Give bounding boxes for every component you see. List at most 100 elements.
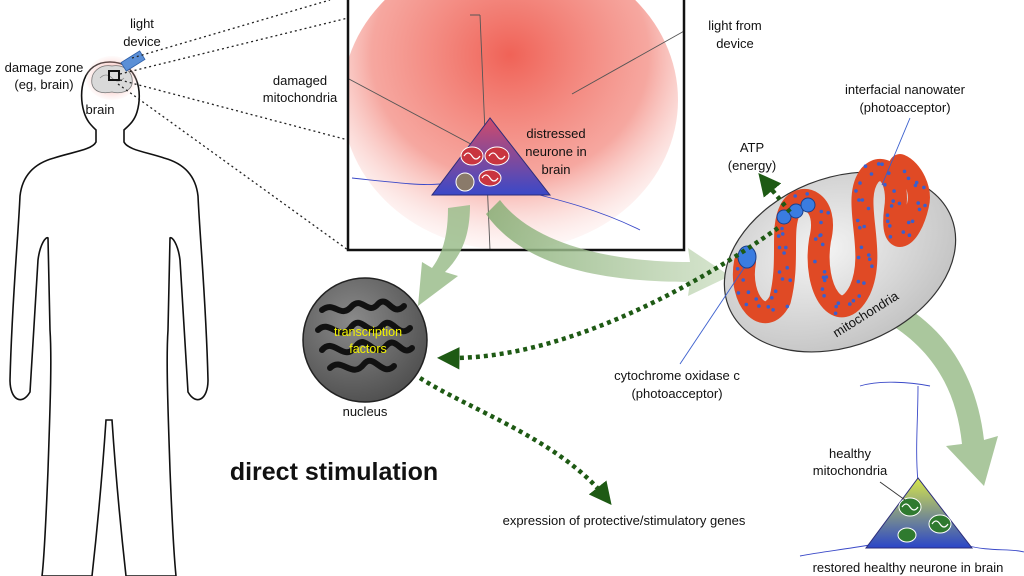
damaged-mitochondria-label: damaged mitochondria — [263, 73, 338, 105]
restored-neurone-label: restored healthy neurone in brain — [813, 560, 1004, 575]
nanowater-dot — [876, 162, 881, 166]
distressed-line3: brain — [542, 162, 571, 177]
healthy-mito-line2: mitochondria — [813, 463, 888, 478]
distressed-neurone — [430, 117, 552, 196]
light-from-device-line1: light from — [708, 18, 761, 33]
nanowater-dot — [885, 213, 890, 217]
cytochrome-line1: cytochrome oxidase c — [614, 368, 740, 383]
nanowater-dot — [820, 287, 825, 291]
atp-synthase-icon-3 — [800, 197, 816, 213]
damage-zone-label: damage zone (eg, brain) — [5, 60, 84, 92]
human-figure — [9, 61, 209, 576]
nanowater-dot — [866, 206, 871, 211]
nanowater-dot — [914, 180, 919, 185]
nanowater-dot — [870, 264, 874, 269]
light-from-device-line2: device — [716, 36, 754, 51]
nanowater-dot — [856, 279, 861, 284]
cytochrome-line2: (photoacceptor) — [631, 386, 722, 401]
nanowater-dot — [917, 207, 922, 212]
damaged-mito-label-line2: mitochondria — [263, 90, 338, 105]
restored-neurone — [799, 381, 1024, 557]
nanowater-dot — [889, 204, 894, 208]
nanowater-dot — [858, 225, 862, 230]
nanowater-dot — [821, 275, 826, 280]
nanowater-dot — [822, 278, 827, 283]
light-from-device-label: light from device — [708, 18, 761, 51]
damage-zone-label-line2: (eg, brain) — [14, 77, 73, 92]
arrow-to-atp — [758, 173, 792, 214]
nanowater-dot — [887, 171, 891, 175]
healthy-mito-line1: healthy — [829, 446, 871, 461]
nanowater-dot — [818, 233, 822, 238]
nanowater-dot — [848, 302, 852, 306]
atp-label: ATP (energy) — [728, 140, 776, 173]
arrow-to-nucleus — [418, 205, 470, 306]
nanowater-dot — [820, 242, 825, 247]
nanowater-dot — [857, 198, 861, 202]
nanowater-dot — [780, 232, 785, 236]
nanowater-dot — [834, 304, 838, 309]
nanowater-dot — [867, 253, 871, 257]
nanowater-dot — [813, 237, 818, 241]
nanowater-dot — [805, 192, 809, 196]
nanowater-dot — [766, 305, 771, 309]
nanowater-dot — [906, 220, 911, 225]
nanowater-dot — [858, 181, 862, 185]
healthy-mitochondria-label: healthy mitochondria — [813, 446, 888, 478]
nanowater-pointer — [881, 117, 911, 186]
nanowater-dot — [863, 164, 868, 168]
nanowater-dot — [922, 185, 926, 190]
nanowater-dot — [857, 294, 861, 298]
nanowater-dot — [741, 278, 745, 282]
nanowater-dot — [784, 245, 788, 250]
transcription-label: transcription factors — [334, 325, 402, 356]
damage-zone-label-line1: damage zone — [5, 60, 84, 75]
nanowater-dot — [785, 265, 789, 270]
light-device-label-line1: light — [130, 16, 154, 31]
atp-line2: (energy) — [728, 158, 776, 173]
atp-line1: ATP — [740, 140, 764, 155]
nanowater-dot — [891, 199, 895, 203]
cytochrome-label: cytochrome oxidase c (photoacceptor) — [614, 368, 740, 401]
expression-label: expression of protective/stimulatory gen… — [503, 513, 746, 528]
nanowater-dot — [822, 270, 827, 274]
nanowater-dot — [859, 245, 864, 250]
nanowater-dot — [754, 297, 758, 301]
nanowater-dot — [776, 234, 781, 238]
distressed-line1: distressed — [526, 126, 585, 141]
nanowater-line2: (photoacceptor) — [859, 100, 950, 115]
zoom-lines — [117, 0, 349, 251]
nanowater-dot — [916, 201, 920, 205]
nanowater-dot — [901, 230, 906, 234]
light-device-label-line2: device — [123, 34, 161, 49]
nanowater-dot — [906, 176, 911, 181]
nanowater-dot — [785, 304, 790, 309]
nanowater-dot — [819, 209, 824, 214]
nanowater-dot — [888, 235, 893, 239]
nanowater-dot — [746, 290, 751, 295]
transcription-line2: factors — [349, 342, 387, 356]
nanowater-dot — [788, 278, 792, 283]
arrow-to-genes — [418, 376, 612, 506]
nanowater-dot — [822, 294, 826, 298]
direct-stimulation-title: direct stimulation — [230, 458, 438, 486]
nanowater-dot — [855, 218, 860, 223]
nanowater-label: interfacial nanowater (photoacceptor) — [845, 82, 966, 115]
nanowater-dot — [862, 281, 866, 285]
nanowater-dot — [923, 203, 927, 208]
atp-synthase-icon-1 — [776, 209, 792, 225]
nanowater-dot — [851, 298, 856, 303]
nanowater-dot — [777, 245, 782, 250]
damaged-mito-label-line1: damaged — [273, 73, 327, 88]
nanowater-dot — [883, 182, 887, 187]
nanowater-dot — [880, 162, 884, 166]
nanowater-dot — [780, 277, 785, 281]
nanowater-dot — [862, 224, 866, 229]
nanowater-line1: interfacial nanowater — [845, 82, 966, 97]
damage-zone-marker — [108, 70, 120, 81]
nanowater-dot — [826, 211, 830, 215]
healthy-mito-3 — [897, 527, 917, 543]
nanowater-dot — [793, 194, 797, 198]
nanowater-dot — [813, 259, 817, 264]
nanowater-dot — [913, 183, 918, 188]
